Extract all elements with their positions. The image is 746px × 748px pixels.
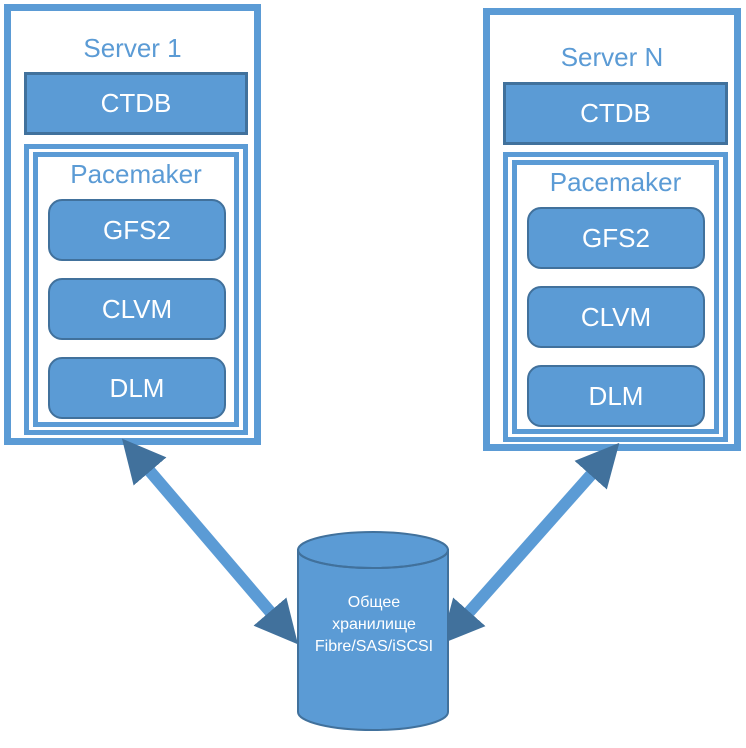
server-1-ctdb: CTDB <box>24 72 248 135</box>
server-n-box: Server N CTDB Pacemaker GFS2 CLVM DLM <box>483 8 741 451</box>
arrow-server-1-storage <box>121 438 299 645</box>
server-n-ctdb: CTDB <box>503 82 728 145</box>
server-1-module-clvm: CLVM <box>48 278 226 340</box>
server-1-title: Server 1 <box>83 33 182 63</box>
storage-cylinder <box>297 531 449 731</box>
server-1-pacemaker: Pacemaker GFS2 CLVM DLM <box>33 152 239 427</box>
server-1-pacemaker-title: Pacemaker <box>70 159 202 189</box>
server-n-pacemaker: Pacemaker GFS2 CLVM DLM <box>512 160 719 434</box>
server-n-module-clvm: CLVM <box>527 286 705 348</box>
arrow-server-n-storage <box>440 442 620 645</box>
storage-label-line-1: Общее <box>347 594 401 611</box>
server-n-module-dlm: DLM <box>527 365 705 427</box>
server-n-title: Server N <box>560 42 664 72</box>
storage-label: Общее хранилище Fibre/SAS/iSCSI <box>300 592 448 658</box>
server-n-module-gfs2: GFS2 <box>527 207 705 269</box>
server-1-module-gfs2: GFS2 <box>48 199 226 261</box>
server-1-box: Server 1 CTDB Pacemaker GFS2 CLVM DLM <box>4 4 261 445</box>
server-1-module-dlm: DLM <box>48 357 226 419</box>
server-n-pacemaker-outer: Pacemaker GFS2 CLVM DLM <box>503 152 728 442</box>
storage-label-line-3: Fibre/SAS/iSCSI <box>314 638 434 655</box>
storage-label-line-2: хранилище <box>332 616 416 633</box>
server-n-pacemaker-title: Pacemaker <box>549 167 682 197</box>
server-1-pacemaker-outer: Pacemaker GFS2 CLVM DLM <box>24 144 248 435</box>
